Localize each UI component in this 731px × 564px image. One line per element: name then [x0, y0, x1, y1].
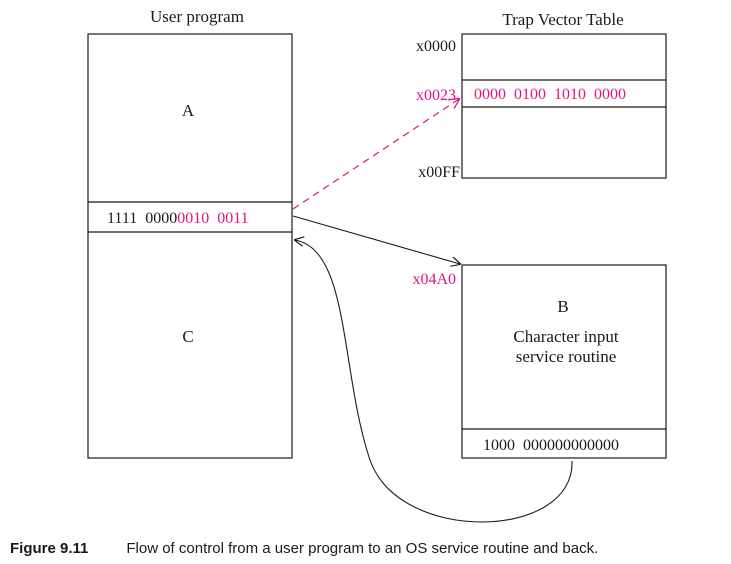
region-a-label: A [182, 101, 195, 120]
figure-caption-text: Flow of control from a user program to a… [126, 540, 599, 557]
tvt-addr-entry: x0023 [416, 87, 456, 104]
jump-to-service-arrow [292, 215, 460, 264]
service-routine-desc-line1: Character input [513, 327, 619, 346]
trap-vector-bits: 0010 0011 [177, 210, 248, 227]
trap-vector-table-box [461, 33, 667, 179]
figure-number: Figure 9.11 [10, 540, 89, 557]
tvt-addr-start: x0000 [416, 38, 456, 55]
ret-instruction: 1000 000000000000 [483, 437, 619, 454]
trap-opcode-bits: 1111 0000 [107, 210, 177, 227]
user-program-title: User program [150, 7, 244, 26]
trap-instruction: 1111 00000010 0011 [107, 210, 249, 227]
tvt-entry-value: 0000 0100 1010 0000 [474, 86, 626, 103]
figure-caption: Figure 9.11 Flow of control from a user p… [10, 540, 598, 557]
trap-flow-diagram: User program A C 1111 00000010 0011 Trap… [87, 7, 667, 523]
service-routine-desc-line2: service routine [516, 347, 617, 366]
vector-lookup-arrow [292, 99, 459, 210]
user-program-box [87, 33, 293, 459]
service-routine-box [461, 264, 667, 459]
service-routine-start-addr: x04A0 [412, 271, 456, 288]
tvt-addr-end: x00FF [418, 164, 460, 181]
region-c-label: C [182, 327, 193, 346]
return-to-user-arrow [295, 240, 573, 523]
trap-vector-table-title: Trap Vector Table [502, 10, 623, 29]
region-b-label: B [557, 297, 568, 316]
